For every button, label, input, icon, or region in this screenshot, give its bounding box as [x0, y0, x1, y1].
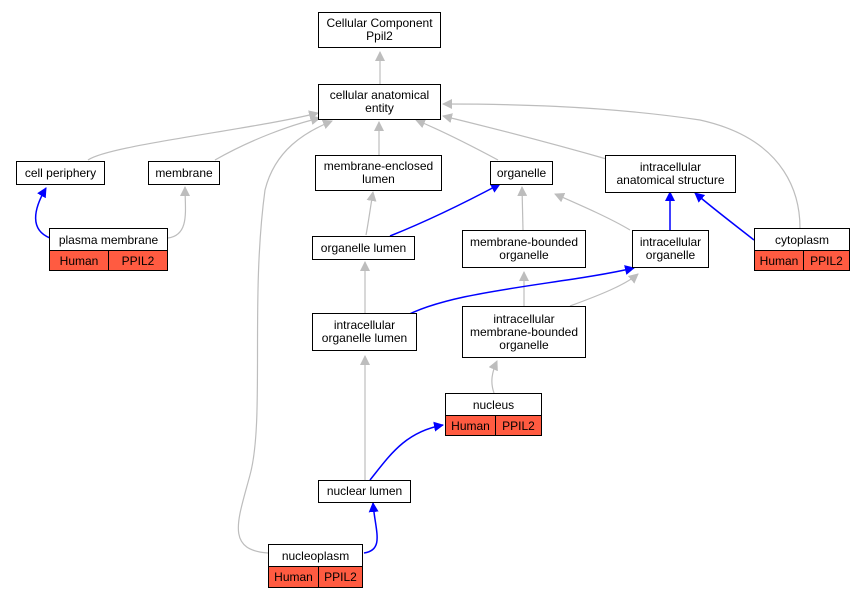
node-cellular-component-ppil2[interactable]: Cellular Component Ppil2: [318, 12, 441, 48]
edge-membrane-cae: [214, 115, 321, 161]
node-organelle-lumen[interactable]: organelle lumen: [312, 236, 415, 260]
node-intracellular-membrane-bounded-organelle[interactable]: intracellular membrane-bounded organelle: [462, 306, 586, 358]
node-cellular-anatomical-entity[interactable]: cellular anatomical entity: [318, 84, 441, 120]
plasma-membrane-species: Human: [49, 250, 109, 271]
edge-nucleoplasm-cae: [237, 119, 333, 554]
node-intracellular-organelle[interactable]: intracellular organelle: [632, 230, 709, 268]
edge-cellperiphery-cae: [87, 110, 319, 161]
node-nucleus[interactable]: nucleus: [445, 393, 542, 415]
nucleus-gene: PPIL2: [495, 415, 542, 436]
edge-mbo-organelle: [517, 186, 528, 231]
edge-io-organelle: [554, 193, 631, 231]
cytoplasm-gene: PPIL2: [803, 250, 850, 271]
edge-iol-io: [401, 265, 635, 319]
node-intracellular-anatomical-structure[interactable]: intracellular anatomical structure: [605, 155, 736, 193]
node-plasma-membrane[interactable]: plasma membrane: [49, 228, 168, 250]
node-membrane-enclosed-lumen[interactable]: membrane-enclosed lumen: [315, 155, 442, 191]
node-cytoplasm[interactable]: cytoplasm: [754, 228, 850, 250]
node-nucleoplasm[interactable]: nucleoplasm: [268, 544, 363, 566]
node-membrane-bounded-organelle[interactable]: membrane-bounded organelle: [462, 230, 586, 268]
node-nuclear-lumen[interactable]: nuclear lumen: [318, 480, 411, 503]
edge-nuclearlumen-nucleus: [369, 421, 444, 481]
edge-ias-cae: [442, 113, 611, 161]
plasma-membrane-gene: PPIL2: [108, 250, 168, 271]
edge-organellelumen-mel: [365, 191, 377, 236]
edge-organelle-cae: [415, 118, 499, 161]
edge-plasmamembrane-cellperiphery: [34, 187, 51, 239]
nucleus-species: Human: [445, 415, 496, 436]
node-organelle[interactable]: organelle: [490, 161, 553, 185]
nucleoplasm-species: Human: [268, 566, 319, 588]
edge-cytoplasm-ias: [694, 192, 755, 241]
node-intracellular-organelle-lumen[interactable]: intracellular organelle lumen: [312, 313, 417, 351]
edge-imbo-io: [569, 273, 639, 307]
edge-nucleus-imbo: [488, 360, 498, 394]
edge-nucleoplasm-nuclearlumen: [363, 502, 379, 554]
edge-organellelumen-organelle: [389, 183, 501, 237]
node-membrane[interactable]: membrane: [148, 161, 220, 185]
node-cell-periphery[interactable]: cell periphery: [16, 161, 105, 185]
cytoplasm-species: Human: [754, 250, 804, 271]
nucleoplasm-gene: PPIL2: [318, 566, 363, 588]
edge-cytoplasm-cae: [442, 99, 801, 229]
edge-plasmamembrane-membrane: [167, 186, 191, 239]
